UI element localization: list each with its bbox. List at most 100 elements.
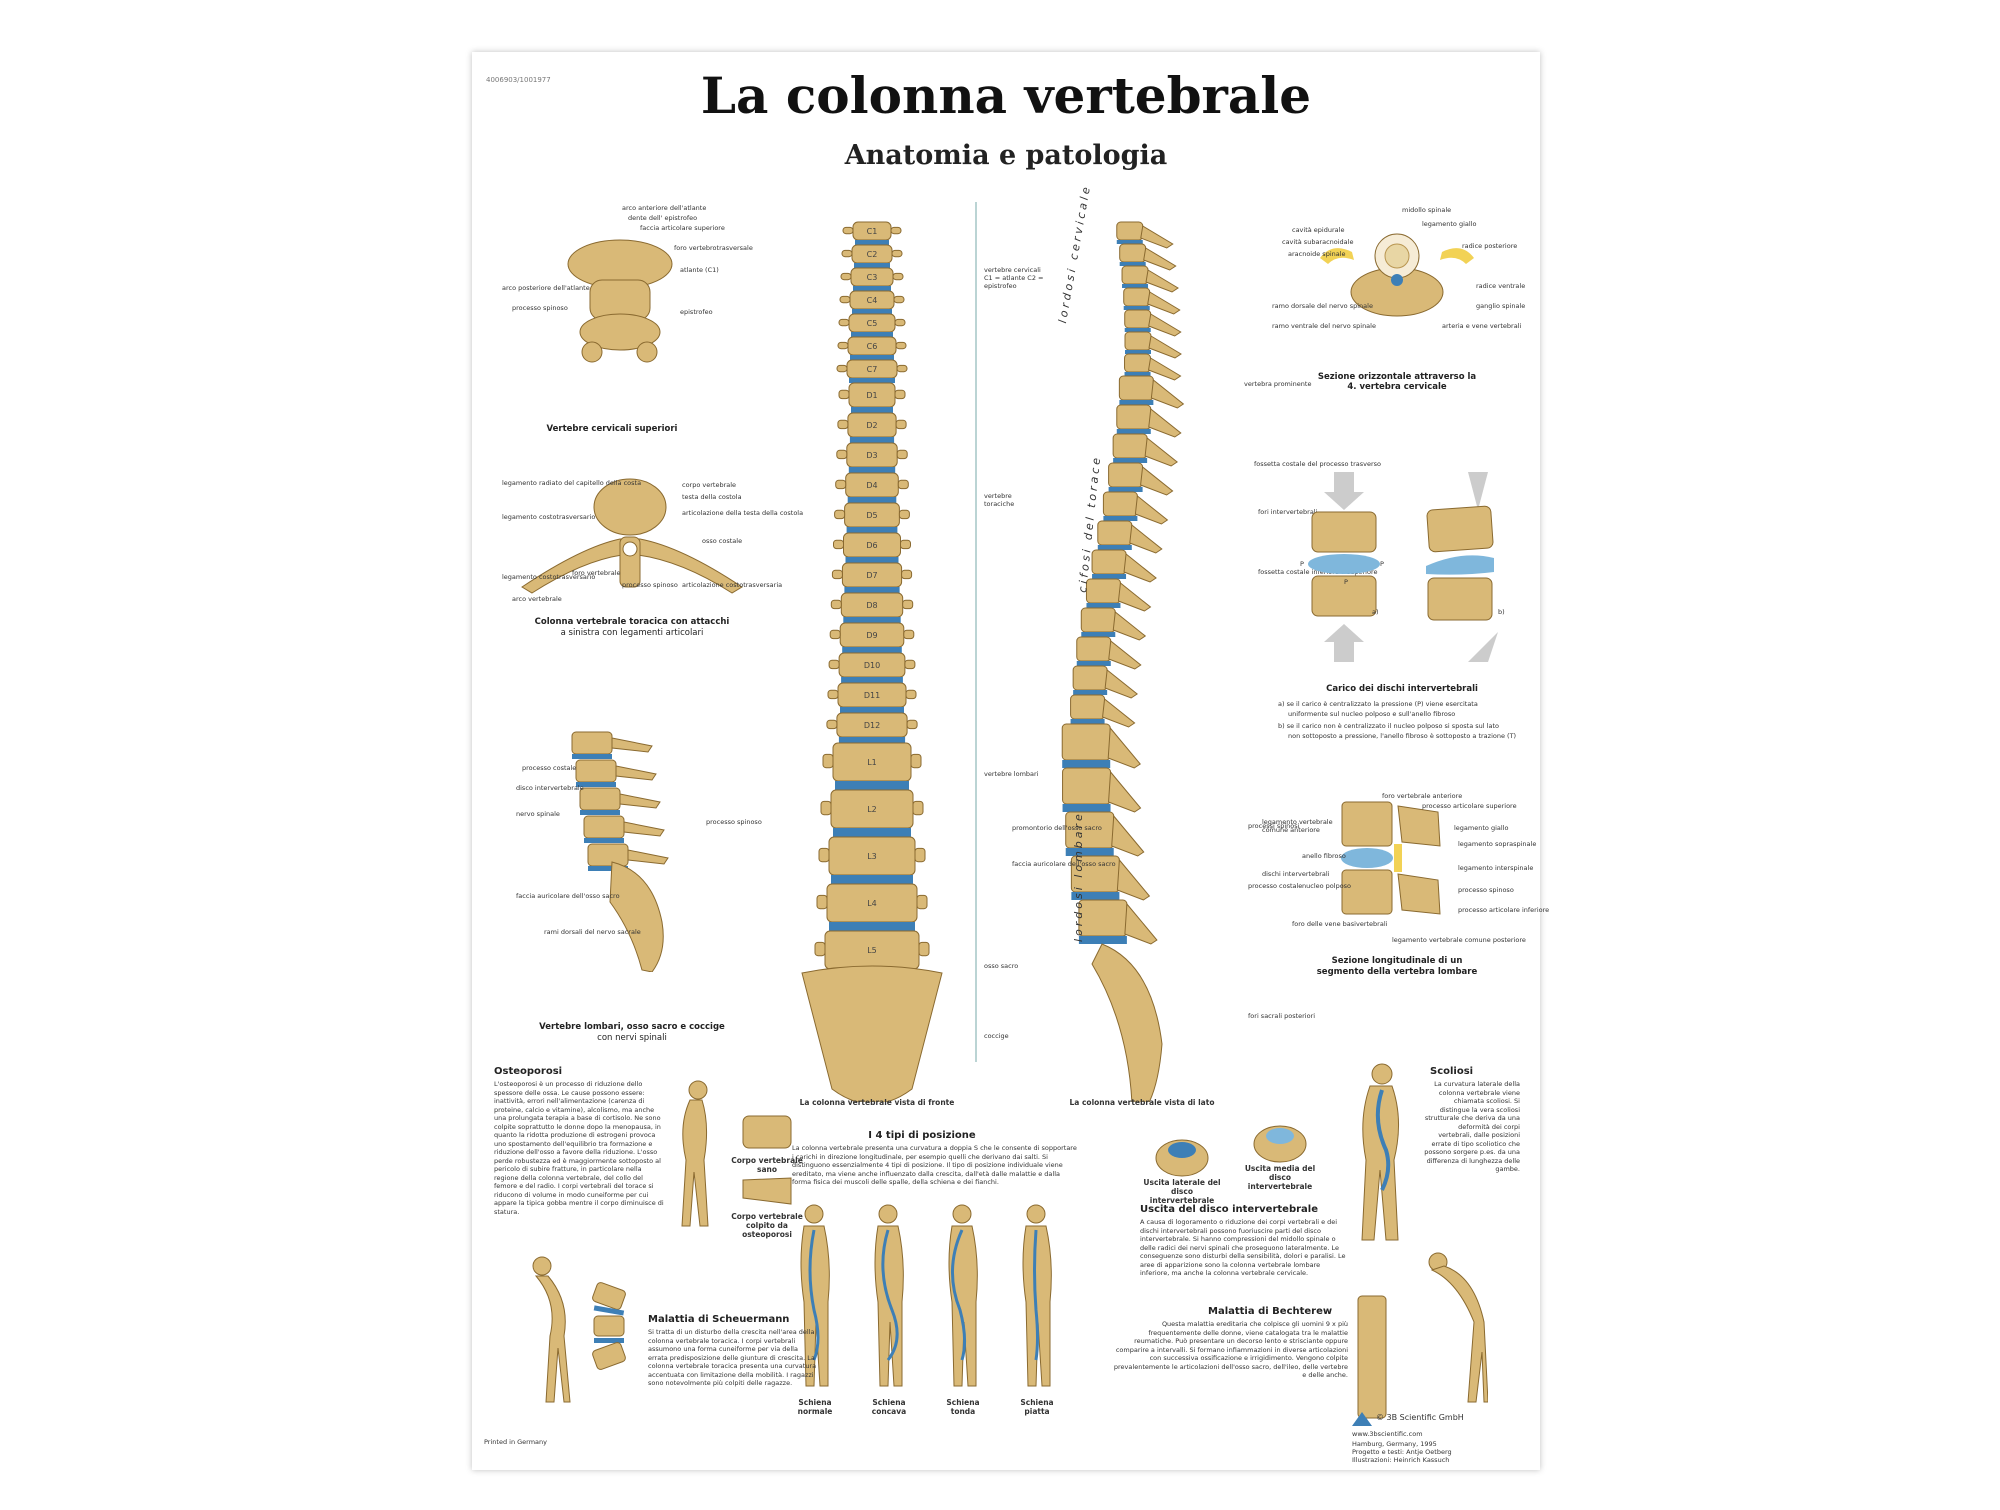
- side-vertebra: [1119, 243, 1177, 271]
- lumbar-process: [611, 737, 653, 753]
- side-vertebra: [1116, 221, 1174, 249]
- vertebra-d5: D5: [834, 502, 910, 528]
- disc: [840, 707, 904, 713]
- region-lombari: vertebre lombari: [984, 770, 1039, 778]
- side-disc: [1116, 429, 1151, 434]
- label-processo-costale: processo costale: [522, 764, 577, 772]
- vertebra-l4: L4: [816, 883, 928, 923]
- svg-text:D9: D9: [866, 631, 877, 640]
- label-dischi-intervertebrali: dischi intervertebrali: [1262, 870, 1330, 878]
- svg-text:L3: L3: [867, 852, 877, 861]
- label-legamento-interspinale: legamento interspinale: [1458, 864, 1534, 872]
- svg-text:D11: D11: [864, 691, 880, 700]
- svg-text:D1: D1: [866, 391, 877, 400]
- label-fossetta-inferiore: fossetta costale inferiore e superiore: [1258, 568, 1378, 576]
- disc: [831, 875, 913, 884]
- scheuermann-title: Malattia di Scheuermann: [648, 1314, 790, 1325]
- side-vertebra: [1118, 375, 1185, 409]
- vertebra-d9: D9: [829, 622, 915, 648]
- svg-text:D7: D7: [866, 571, 877, 580]
- svg-text:L4: L4: [867, 899, 877, 908]
- osteoporosis-figure: [681, 1080, 709, 1227]
- vertebra-c3: C3: [840, 267, 904, 287]
- lumbar-process: [615, 765, 657, 781]
- catalog-number: 4006903/1001977: [486, 76, 551, 84]
- svg-text:D10: D10: [864, 661, 880, 670]
- label-foro-vertebrale-ant: foro vertebrale anteriore: [1382, 792, 1463, 800]
- side-vertebra: [1124, 331, 1182, 359]
- label-radice-posteriore: radice posteriore: [1462, 242, 1518, 250]
- label-processo-spinoso: processo spinoso: [512, 304, 568, 312]
- side-vertebra: [1116, 404, 1182, 438]
- poster-subtitle: Anatomia e patologia: [844, 140, 1168, 171]
- disc-load-note-3: b) se il carico non è centralizzato il n…: [1278, 722, 1499, 730]
- label-legamento-costotrasversario-2: legamento costotrasversario: [502, 573, 596, 581]
- label-legamento-vert-ant: legamento vertebrale comune anteriore: [1262, 818, 1333, 834]
- label-cavita-epidurale: cavità epidurale: [1292, 226, 1345, 234]
- scoliosis-text: La curvatura laterale della colonna vert…: [1424, 1080, 1520, 1173]
- scoliosis-figure: [1361, 1063, 1400, 1241]
- label-radice-ventrale: radice ventrale: [1476, 282, 1526, 290]
- upper-cervical-panel: arco anteriore dell'atlante dente dell' …: [502, 192, 753, 442]
- disc: [842, 647, 902, 653]
- bechterew-spine-segment: [1357, 1295, 1387, 1419]
- label-legamento-radiato: legamento radiato del capitello della co…: [502, 479, 642, 487]
- label-processo-spinoso-l: processo spinoso: [706, 818, 762, 826]
- label-processo-articolare-inf: processo articolare inferiore: [1458, 906, 1550, 914]
- side-vertebra: [1072, 665, 1138, 699]
- label-processo-articolare-sup: processo articolare superiore: [1422, 802, 1517, 810]
- side-vertebra: [1070, 855, 1151, 901]
- side-disc: [1116, 240, 1143, 244]
- label-b: b): [1498, 608, 1505, 616]
- lumbar-sacrum-caption-2: con nervi spinali: [597, 1033, 667, 1043]
- label-legamento-sopraspinale: legamento sopraspinale: [1458, 840, 1537, 848]
- side-vertebra: [1097, 520, 1163, 554]
- side-disc: [1086, 603, 1121, 608]
- svg-text:C5: C5: [867, 319, 878, 328]
- healthy-vertebra-caption: Corpo vertebrale sano: [731, 1156, 803, 1174]
- side-disc: [1071, 892, 1120, 900]
- label-p-right: P: [1380, 560, 1384, 568]
- side-vertebra: [1102, 491, 1169, 525]
- side-disc: [1097, 545, 1132, 550]
- disc-load-note-2: uniformente sul nucleo polposo e sull'an…: [1288, 710, 1456, 718]
- disc: [841, 677, 903, 683]
- side-disc: [1062, 760, 1111, 768]
- brand-name: © 3B Scientific GmbH: [1376, 1413, 1464, 1422]
- disc: [851, 332, 893, 337]
- label-promontorio: promontorio dell'osso sacro: [1012, 824, 1102, 832]
- lumbar-process: [627, 849, 669, 865]
- side-disc: [1070, 719, 1105, 724]
- sacrum: [801, 965, 943, 1102]
- side-disc: [1081, 632, 1116, 637]
- side-disc: [1065, 848, 1114, 856]
- lumbar-disc: [588, 866, 628, 871]
- lateral-hernia-caption: Uscita laterale del disco intervertebral…: [1143, 1178, 1221, 1205]
- side-disc: [1073, 690, 1108, 695]
- svg-text:C2: C2: [867, 250, 878, 259]
- lumbar-vertebra: [587, 843, 629, 867]
- label-arco-posteriore: arco posteriore dell'atlante: [502, 284, 590, 292]
- median-hernia-caption: Uscita media del disco intervertebrale: [1244, 1164, 1316, 1191]
- region-bracket: [975, 202, 977, 1062]
- brand-url[interactable]: www.3bscientific.com: [1352, 1430, 1423, 1438]
- disc: [852, 309, 892, 314]
- median-hernia-icon: [1253, 1125, 1307, 1163]
- label-nucleo-polposo: nucleo polposo: [1302, 882, 1352, 890]
- region-coccige: coccige: [984, 1032, 1009, 1040]
- label-ramo-ventrale: ramo ventrale del nervo spinale: [1272, 322, 1376, 330]
- disc-load-panel: a) b) P P P Carico dei dischi interverte…: [1272, 472, 1532, 762]
- upper-cervical-caption: Vertebre cervicali superiori: [546, 424, 678, 434]
- vertebra-d4: D4: [835, 472, 909, 498]
- vertebra-d8: D8: [830, 592, 914, 618]
- lumbar-vertebra: [575, 759, 617, 783]
- vertebra-d6: D6: [833, 532, 911, 558]
- label-foro-vene: foro delle vene basivertebrali: [1292, 920, 1388, 928]
- disc: [850, 355, 894, 360]
- label-faccia-auricolare: faccia auricolare dell'osso sacro: [516, 892, 620, 900]
- svg-text:D5: D5: [866, 511, 877, 520]
- label-foro-vertebrotrasversale: foro vertebrotrasversale: [674, 244, 753, 252]
- side-vertebra: [1108, 462, 1174, 496]
- label-arco-anteriore: arco anteriore dell'atlante: [622, 204, 707, 212]
- vertebra-d3: D3: [836, 442, 908, 468]
